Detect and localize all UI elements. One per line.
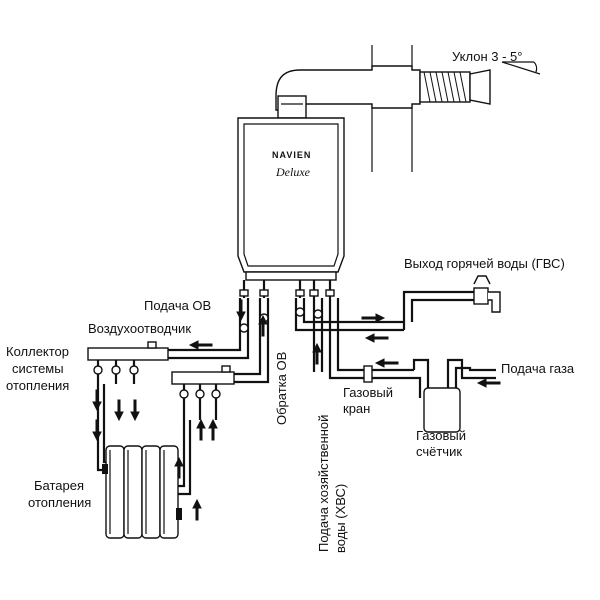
air-vent-icon bbox=[147, 341, 157, 349]
brand-logo: NAVIEN bbox=[272, 150, 311, 160]
return-pipe bbox=[171, 298, 270, 420]
return-ov-label: Обратка ОВ bbox=[274, 352, 289, 425]
slope-label: Уклон 3 - 5° bbox=[452, 49, 522, 64]
air-vent-label: Воздухоотводчик bbox=[88, 321, 191, 336]
gas-supply-label: Подача газа bbox=[501, 361, 575, 376]
radiator-label-line1: Батарея bbox=[34, 478, 84, 493]
gas-meter-icon bbox=[423, 387, 461, 433]
faucet-icon bbox=[488, 291, 501, 313]
collector-label-line2: системы bbox=[12, 361, 64, 376]
hot-water-label: Выход горячей воды (ГВС) bbox=[404, 256, 565, 271]
collector-label-line1: Коллектор bbox=[6, 344, 69, 359]
flue-pipe-icon bbox=[275, 61, 541, 119]
supply-ov-label: Подача ОВ bbox=[144, 298, 211, 313]
collector-label-line3: отопления bbox=[6, 378, 69, 393]
model-logo: Deluxe bbox=[275, 165, 311, 179]
gas-meter-label-line2: счётчик bbox=[416, 444, 462, 459]
cold-water-pipe bbox=[294, 298, 404, 372]
valve-icon bbox=[239, 323, 249, 333]
hot-water-pipe bbox=[402, 275, 501, 330]
boiler-outlets bbox=[239, 280, 335, 298]
gas-valve-label-line1: Газовый bbox=[343, 385, 393, 400]
gas-valve-icon bbox=[363, 365, 373, 383]
boiler-icon: NAVIEN Deluxe bbox=[237, 117, 345, 281]
gas-pipe bbox=[328, 298, 496, 398]
radiator-label-line2: отопления bbox=[28, 495, 91, 510]
gas-meter-label-line1: Газовый bbox=[416, 428, 466, 443]
cold-water-label-line2: воды (ХВС) bbox=[333, 484, 348, 553]
flow-arrow-icon bbox=[92, 299, 501, 521]
cold-water-label-line1: Подача хозяйственной bbox=[316, 415, 331, 552]
radiator-icon bbox=[102, 445, 182, 539]
gas-valve-label-line2: кран bbox=[343, 401, 370, 416]
